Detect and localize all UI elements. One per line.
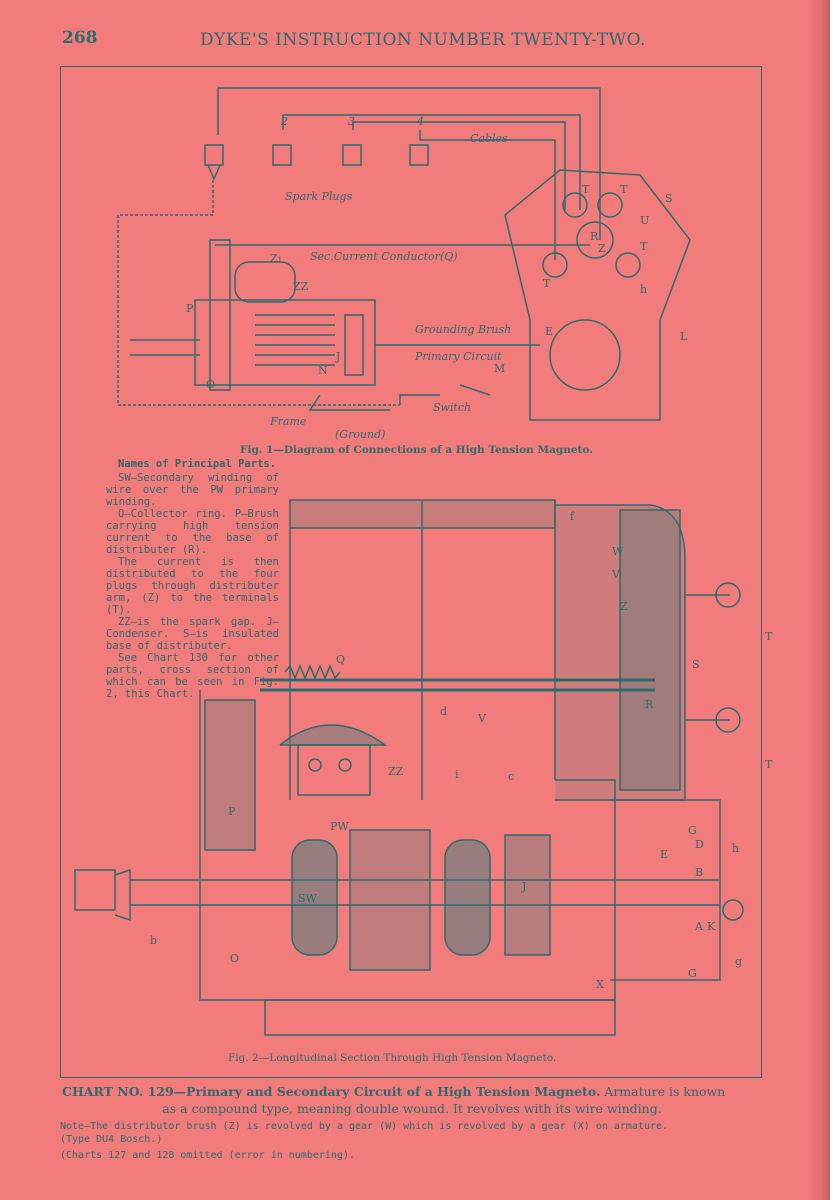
letter-label: Z: [620, 600, 628, 613]
letter-label: B: [695, 866, 703, 879]
letter-label: G: [688, 824, 697, 837]
note-line: Note—The distributor brush (Z) is revolv…: [60, 1121, 669, 1132]
letter-label: R: [590, 230, 599, 243]
parts-paragraph: The current is then distributed to the f…: [106, 556, 279, 616]
plug-number: 4: [416, 115, 424, 128]
letter-label: Q: [336, 653, 345, 666]
parts-paragraph: O—Collector ring. P—Brush carrying high …: [106, 508, 279, 556]
spark-plug-1: [204, 144, 224, 181]
principal-parts-text: Names of Principal Parts. SW—Secondary w…: [106, 458, 279, 700]
letter-label: Z: [598, 242, 606, 255]
letter-label: L: [680, 330, 688, 343]
parts-heading: Names of Principal Parts.: [118, 458, 277, 470]
chart-caption-line1: Armature is known: [604, 1084, 726, 1099]
running-title: DYKE'S INSTRUCTION NUMBER TWENTY-TWO.: [200, 30, 646, 50]
book-edge: [808, 0, 830, 1200]
note-line: (Type DU4 Bosch.): [60, 1134, 163, 1145]
chart-caption: CHART NO. 129—Primary and Secondary Circ…: [62, 1083, 762, 1117]
letter-label: b: [150, 934, 157, 947]
note-line: (Charts 127 and 128 omitted (error in nu…: [60, 1150, 356, 1161]
figure-2-caption: Fig. 2—Longitudinal Section Through High…: [228, 1052, 557, 1064]
grounding-brush-label: Grounding Brush: [415, 323, 511, 336]
letter-label: E: [545, 325, 553, 338]
letter-label: O: [206, 378, 215, 391]
letter-label: T: [640, 240, 648, 253]
spark-plugs-label: Spark Plugs: [285, 190, 353, 203]
letter-label: d: [440, 705, 447, 718]
parts-paragraph: SW—Secondary winding of wire over the PW…: [106, 472, 279, 508]
letter-label: V: [611, 568, 621, 581]
letter-label: i: [455, 768, 459, 781]
plug-number: 3: [348, 115, 355, 128]
letter-label: J: [335, 350, 340, 363]
letter-label: Z₁: [270, 252, 282, 265]
letter-label: ZZ: [388, 765, 404, 778]
figure-2-section: [74, 499, 744, 1036]
figure-1-caption: Fig. 1—Diagram of Connections of a High …: [240, 444, 593, 456]
letter-label: h: [640, 283, 647, 296]
letter-label: A: [694, 920, 704, 933]
spark-plug-2: [272, 144, 292, 166]
plug-number: 2: [280, 115, 288, 128]
letter-label: h: [732, 842, 739, 855]
letter-label: U: [640, 214, 649, 227]
letter-label: T: [765, 758, 773, 771]
letter-label: T: [582, 183, 590, 196]
letter-label: g: [735, 955, 742, 968]
notes: Note—The distributor brush (Z) is revolv…: [60, 1120, 668, 1162]
letter-label: K: [707, 920, 716, 933]
letter-label: W: [612, 545, 624, 558]
letter-label: T: [543, 277, 551, 290]
letter-label: X: [596, 978, 604, 991]
letter-label: M: [494, 362, 505, 375]
letter-label: D: [695, 838, 704, 851]
letter-label: N: [318, 364, 328, 377]
letter-label: R: [645, 698, 654, 711]
primary-circuit-label: Primary Circuit: [414, 350, 502, 363]
letter-label: S: [692, 658, 700, 671]
letter-label: T: [620, 183, 628, 196]
ground-label: (Ground): [335, 428, 385, 441]
spark-plug-3: [342, 144, 362, 166]
letter-label: P: [228, 805, 236, 818]
letter-label: V: [477, 712, 487, 725]
chart-frame: [60, 66, 762, 1078]
letter-label: S: [665, 192, 673, 205]
chart-title: CHART NO. 129—Primary and Secondary Circ…: [62, 1084, 601, 1099]
letter-label: P: [186, 302, 194, 315]
parts-paragraph: ZZ—is the spark gap. J—Condenser. S—is i…: [106, 616, 279, 652]
frame-label: Frame: [269, 415, 307, 428]
letter-label: PW: [330, 820, 349, 833]
page-number: 268: [62, 28, 98, 48]
letter-label: SW: [298, 892, 318, 905]
sec-conductor-label: Sec.Current Conductor(Q): [310, 250, 458, 263]
letter-label: c: [508, 770, 514, 783]
switch-label: Switch: [433, 401, 471, 414]
letter-label: T: [765, 630, 773, 643]
letter-label: f: [570, 510, 575, 523]
letter-label: J: [521, 880, 526, 893]
parts-paragraph: See Chart 130 for other parts, cross sec…: [106, 652, 279, 700]
letter-label: E: [660, 848, 668, 861]
chart-caption-line2: as a compound type, meaning double wound…: [162, 1101, 662, 1116]
letter-label: ZZ: [293, 280, 309, 293]
letter-label: G: [688, 967, 697, 980]
spark-plug-4: [409, 144, 429, 166]
cables-label: Cables: [470, 132, 508, 145]
letter-label: O: [230, 952, 239, 965]
